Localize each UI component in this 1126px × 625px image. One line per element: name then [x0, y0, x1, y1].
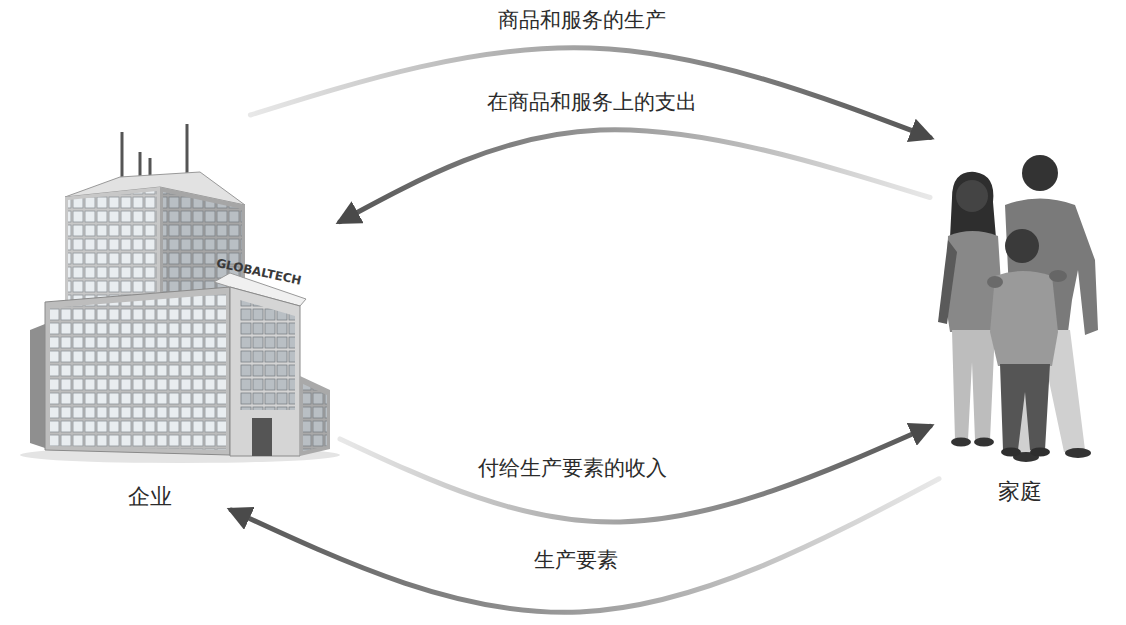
building-illustration-part: [186, 124, 189, 176]
flow-label: 商品和服务的生产: [494, 8, 670, 33]
family-silhouette-part: [1000, 364, 1050, 450]
family-silhouette-part: [1005, 229, 1039, 263]
building-illustration-part: [30, 324, 45, 448]
entity-node: 企业: [20, 115, 340, 510]
building-illustration-part: [68, 191, 157, 302]
flow-label: 生产要素: [530, 548, 622, 573]
family-silhouette-part: [1065, 448, 1091, 458]
building-illustration-part: [50, 294, 226, 450]
family-silhouette-part: [956, 180, 988, 212]
family-silhouette-part: [950, 172, 996, 238]
family-silhouette-part: [1049, 270, 1067, 282]
node-label: 企业: [125, 484, 175, 510]
building-illustration-part: [149, 158, 152, 176]
family-silhouette-part: [1001, 448, 1021, 457]
flow-label: 付给生产要素的收入: [474, 456, 671, 481]
family-silhouette-part: [1030, 448, 1050, 457]
building-illustration-part: [240, 300, 295, 410]
building-illustration-part: [252, 418, 272, 456]
building-illustration-part: [230, 287, 300, 456]
node-label: 家庭: [995, 479, 1045, 505]
family-silhouette-part: [952, 330, 995, 440]
building-sign: GLOBALTECH: [215, 256, 303, 288]
family-silhouette-part: [1022, 155, 1058, 191]
family-silhouette: [938, 155, 1098, 462]
flow-label: 在商品和服务上的支出: [483, 90, 701, 115]
flow-arrow: [231, 479, 939, 613]
entity-node: 家庭: [930, 130, 1110, 505]
building-illustration-part: [121, 132, 124, 178]
building-illustration-part: [65, 187, 160, 305]
building-illustration-part: [303, 384, 327, 451]
flow-arrow: [340, 130, 930, 222]
family-silhouette-part: [938, 240, 957, 324]
family-silhouette-part: [987, 276, 1003, 288]
family-silhouette-part: [974, 438, 994, 447]
building-illustration-part: [300, 376, 330, 456]
building-illustration-part: [139, 152, 142, 176]
flow-arrow: [340, 426, 930, 522]
building-illustration-part: [45, 287, 230, 455]
flow-arrow: [250, 48, 930, 138]
family-silhouette-part: [951, 438, 971, 447]
building-illustration: [20, 124, 340, 463]
